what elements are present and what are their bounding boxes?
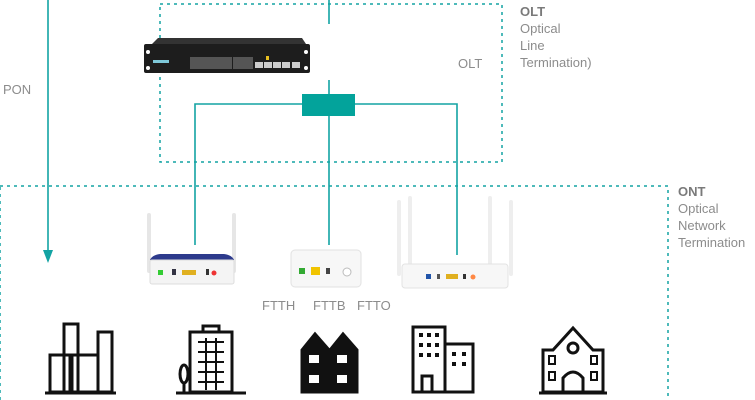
office-buildings-icon xyxy=(411,325,475,394)
office-tower-icon xyxy=(176,324,246,395)
olt-legend-title: OLT xyxy=(520,4,546,19)
olt-legend-line2: Line xyxy=(520,38,545,53)
ont-type-fttb: FTTB xyxy=(313,298,346,313)
townhouses-icon xyxy=(300,331,359,394)
pon-label: PON xyxy=(3,82,32,97)
olt-device-label: OLT xyxy=(458,56,483,71)
ont-legend-title: ONT xyxy=(678,184,706,199)
olt-zone-border xyxy=(159,3,503,163)
ont-router-dual-antenna xyxy=(147,213,236,285)
school-building-icon xyxy=(539,325,607,395)
ont-type-ftth: FTTH xyxy=(262,298,296,313)
olt-device xyxy=(144,38,310,73)
ont-legend-line2: Network xyxy=(678,218,726,233)
ont-router-quad-antenna xyxy=(397,196,513,289)
city-skyline-icon xyxy=(45,322,116,395)
olt-legend-line1: Optical xyxy=(520,21,561,36)
olt-legend-line3: Termination) xyxy=(520,55,592,70)
pon-arrow-icon xyxy=(43,250,53,263)
ont-box xyxy=(290,249,362,288)
ont-type-ftto: FTTO xyxy=(357,298,391,313)
ont-legend-line3: Termination xyxy=(678,235,746,250)
ont-legend-line1: Optical xyxy=(678,201,719,216)
optical-splitter xyxy=(302,94,355,116)
